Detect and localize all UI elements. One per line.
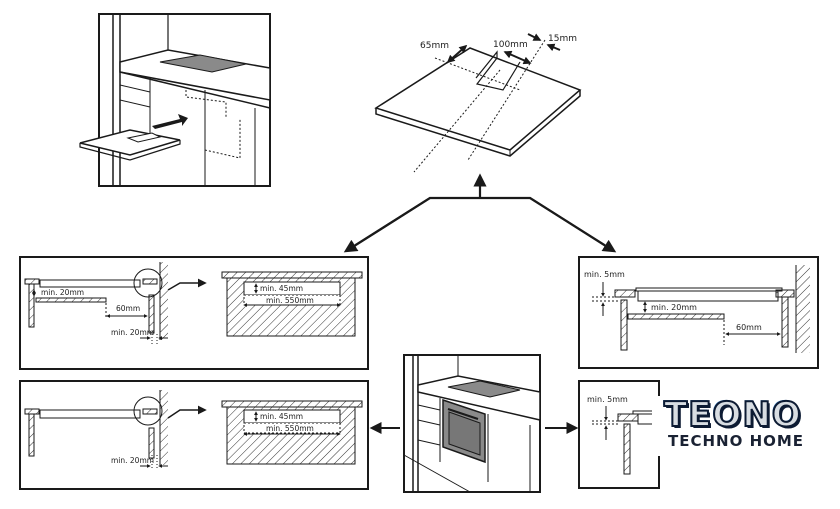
- dim-100mm: 100mm: [493, 40, 528, 50]
- label-min-45mm-bottom: min. 45mm: [260, 412, 303, 421]
- cabinet-insert-illustration: [79, 13, 271, 187]
- label-min-20mm: min. 20mm: [651, 303, 697, 312]
- label-min-45mm: min. 45mm: [260, 284, 303, 293]
- logo-tagline: TECHNO HOME: [668, 432, 805, 450]
- label-min-20mm-wall-bottom: min. 20mm: [111, 456, 154, 465]
- label-min-20mm-wall: min. 20mm: [111, 328, 154, 337]
- worktop-cutout-illustration: 65mm 100mm 15mm: [374, 33, 582, 173]
- branch-arrows: [343, 173, 617, 434]
- logo-brand-name: TEONO: [663, 395, 802, 435]
- dim-65mm: 65mm: [420, 41, 449, 51]
- label-min-550mm-bottom: min. 550mm: [266, 424, 314, 433]
- brand-logo: TEONO TECHNO HOME: [652, 395, 834, 456]
- panel-clearance-no-shelf: min. 20mm min. 45mm min. 550mm: [19, 380, 369, 490]
- label-min-5mm: min. 5mm: [584, 270, 625, 279]
- panel-clearance-with-shelf: min. 20mm 60mm min. 20mm min. 45mm min. …: [19, 256, 369, 370]
- label-min-550mm: min. 550mm: [266, 296, 314, 305]
- label-60mm-right: 60mm: [736, 323, 762, 332]
- oven-cabinet-illustration: [403, 354, 541, 493]
- insert-arrow-icon: [152, 114, 188, 129]
- label-min-20mm-under: min. 20mm: [41, 288, 84, 297]
- label-60mm: 60mm: [116, 304, 140, 313]
- dim-15mm: 15mm: [548, 34, 577, 44]
- panel-clearance-right: min. 5mm min. 20mm 60mm: [578, 256, 819, 369]
- label-min-5mm-bottom: min. 5mm: [587, 395, 628, 404]
- panel-top-gap-right: min. 5mm: [578, 380, 660, 489]
